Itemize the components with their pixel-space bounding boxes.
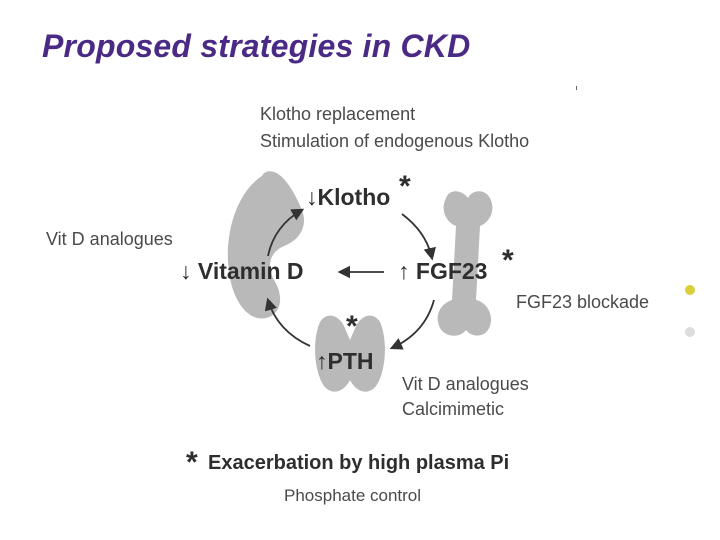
- node-fgf23: ↑ FGF23: [398, 258, 488, 284]
- strategy-vitd-left: Vit D analogues: [46, 229, 173, 249]
- star-footer: *: [186, 446, 198, 479]
- strategy-stimulate-klotho: Stimulation of endogenous Klotho: [260, 131, 530, 151]
- strategy-klotho-replacement: Klotho replacement: [260, 104, 416, 124]
- footer-phosphate-control: Phosphate control: [284, 486, 422, 505]
- decor-dot-gray: [685, 327, 695, 337]
- arrow-fgf23-to-pth: [389, 299, 435, 350]
- strategy-vitd-bottom: Vit D analogues: [402, 374, 529, 394]
- strategy-fgf23-blockade: FGF23 blockade: [516, 292, 650, 312]
- kidney-icon: [227, 171, 304, 319]
- bone-icon: [437, 191, 493, 336]
- node-klotho: ↓Klotho: [306, 184, 391, 210]
- slide-title: Proposed strategies in CKD: [42, 28, 471, 64]
- node-vitamin-d: ↓ Vitamin D: [180, 258, 304, 284]
- star-pth: *: [346, 310, 358, 343]
- star-fgf23: *: [502, 244, 514, 277]
- decor-dot-yellow: [685, 285, 695, 295]
- strategy-calcimimetic: Calcimimetic: [402, 399, 505, 419]
- arrow-vitamind-to-klotho: [267, 208, 305, 257]
- parathyroid-icon: [315, 315, 385, 392]
- arrow-klotho-to-fgf23: [401, 213, 436, 261]
- node-pth: ↑PTH: [316, 348, 374, 374]
- star-klotho: *: [399, 170, 411, 203]
- decor-tick: [576, 86, 577, 90]
- arrow-pth-to-vitamind: [264, 297, 311, 347]
- footer-exacerbation: Exacerbation by high plasma Pi: [208, 452, 510, 474]
